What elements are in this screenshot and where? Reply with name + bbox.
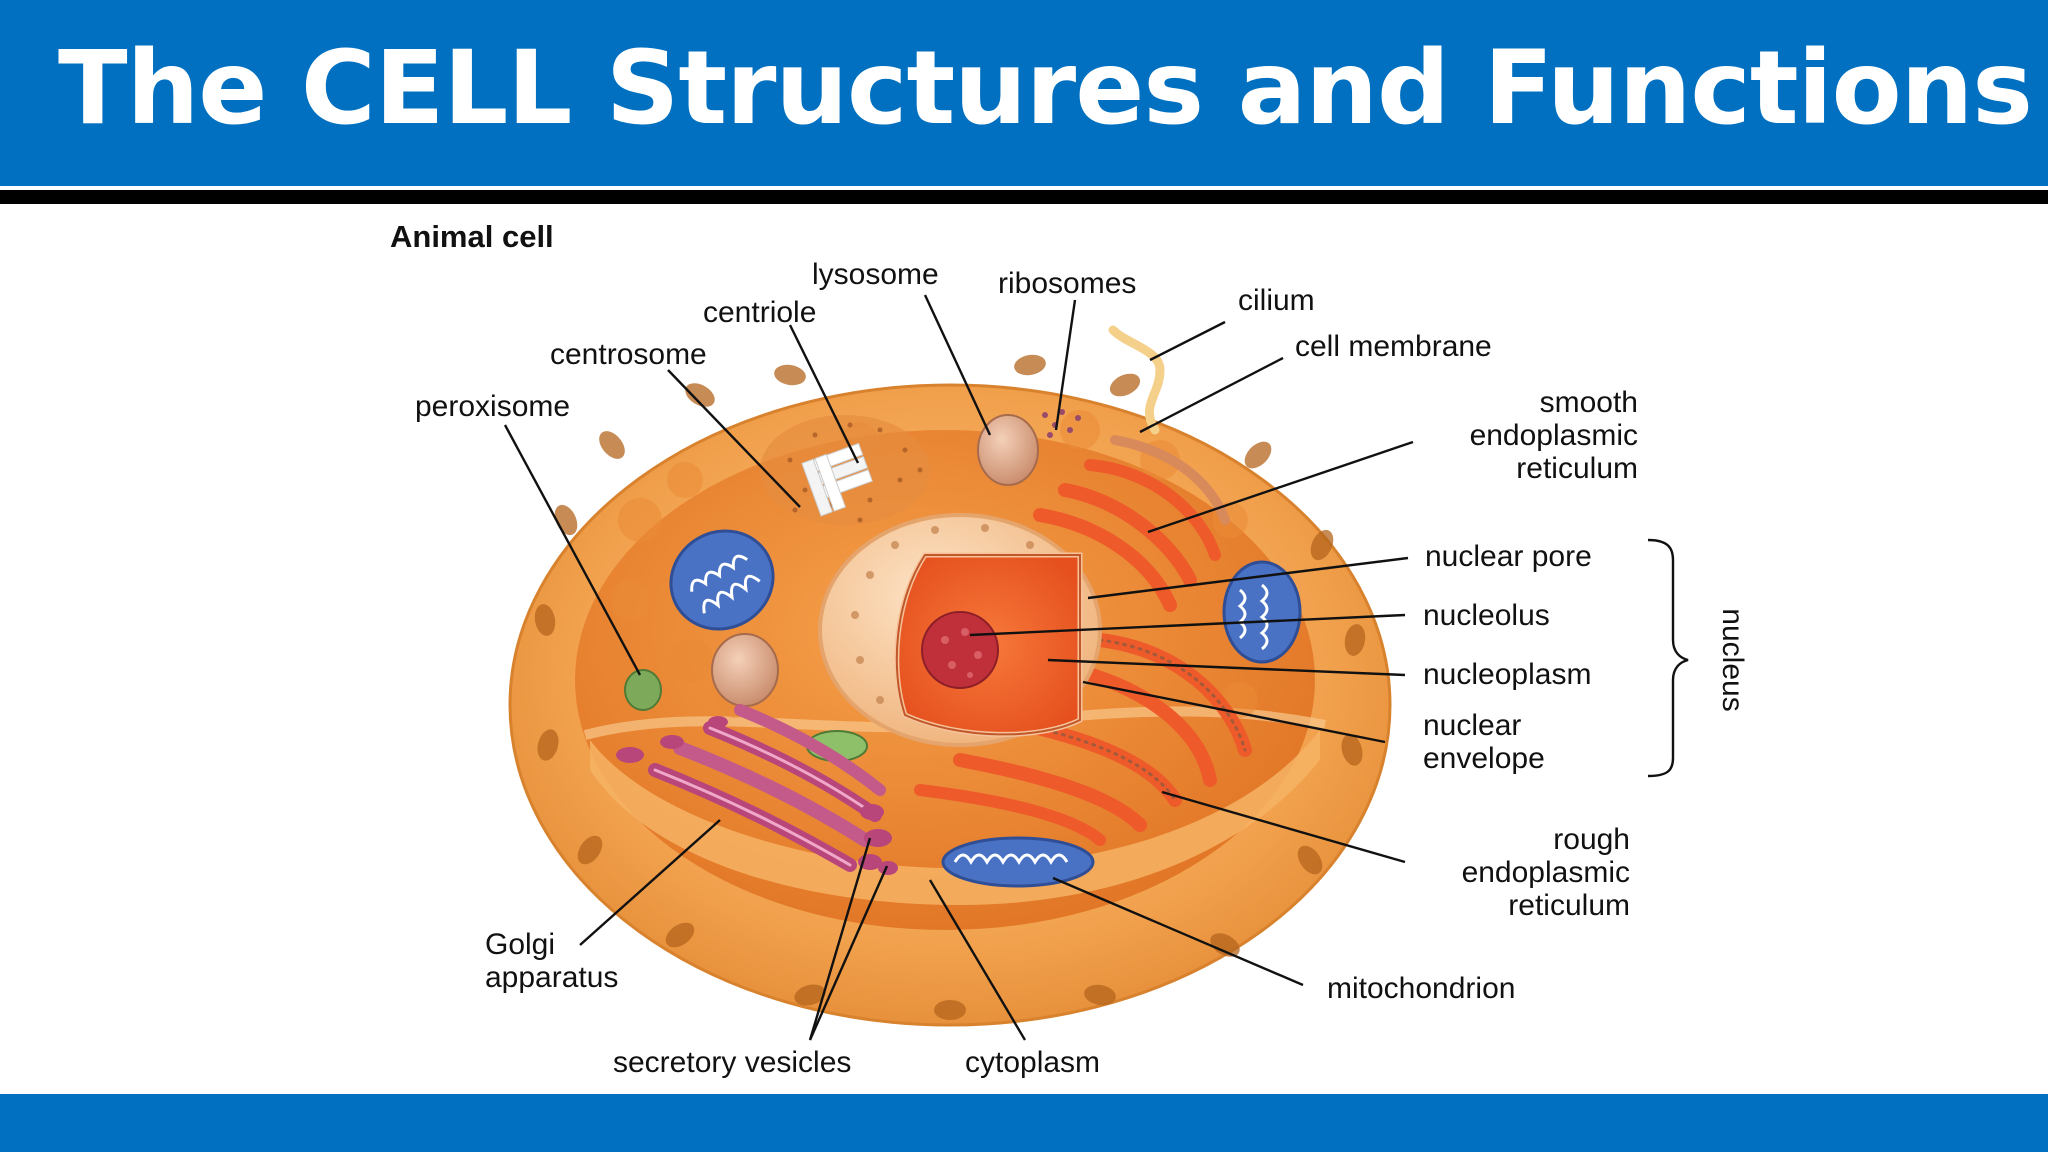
mitochondrion-shape-1 (669, 529, 775, 631)
centriole-shape (801, 442, 873, 517)
leader-lines (503, 294, 1414, 1041)
label-peroxisome: peroxisome (415, 390, 570, 423)
label-smooth-er-3: reticulum (1516, 452, 1638, 485)
golgi-shape (648, 704, 886, 872)
leader-centrosome (667, 369, 801, 508)
cytoplasm-cut-face (590, 730, 1320, 905)
rough-er-shape (914, 633, 1252, 846)
label-cell-membrane: cell membrane (1295, 330, 1492, 363)
nucleus-bracket (1647, 538, 1689, 778)
label-rough-er-3: reticulum (1508, 889, 1630, 922)
label-nucleus-group: nucleus (1716, 608, 1749, 711)
leader-cilium (1149, 320, 1226, 362)
label-smooth-er-2: endoplasmic (1470, 419, 1638, 452)
diagram-title: Animal cell (390, 219, 554, 254)
footer-band (0, 1094, 2048, 1152)
cilium-shape (1108, 325, 1165, 435)
label-nuclear-pore: nuclear pore (1425, 540, 1592, 573)
leader-centriole (788, 324, 860, 464)
label-centriole: centriole (703, 296, 816, 329)
leader-rough-er (1161, 790, 1406, 864)
leader-ribosomes (1054, 299, 1077, 431)
leader-mitochondrion (1052, 876, 1304, 987)
leader-smooth-er (1147, 440, 1414, 534)
label-rough-er-1: rough (1553, 823, 1630, 856)
leader-peroxisome (503, 424, 642, 676)
label-golgi-2: apparatus (485, 961, 618, 994)
lysosome-shape-2 (711, 633, 779, 707)
label-nucleolus: nucleolus (1423, 599, 1550, 632)
label-cytoplasm: cytoplasm (965, 1046, 1100, 1079)
mitochondrion-shape-3 (941, 836, 1095, 888)
label-nuclear-envelope-1: nuclear (1423, 709, 1521, 742)
slide-title: The CELL Structures and Functions (58, 29, 2033, 148)
lysosome-shape (977, 414, 1039, 486)
header-band (0, 0, 2048, 186)
label-centrosome: centrosome (550, 338, 707, 371)
leader-lysosome (923, 294, 992, 436)
label-nucleoplasm: nucleoplasm (1423, 658, 1591, 691)
label-cilium: cilium (1238, 284, 1315, 317)
nuclear-envelope-shape (895, 554, 1081, 736)
leader-secretory-vesicles-b (808, 865, 889, 1041)
leader-nuclear-pore (1087, 556, 1409, 600)
label-golgi-1: Golgi (485, 928, 555, 961)
leader-golgi (579, 819, 721, 946)
label-nuclear-envelope-2: envelope (1423, 742, 1545, 775)
header-rule (0, 190, 2048, 204)
nucleolus-shape (921, 611, 999, 689)
label-rough-er-2: endoplasmic (1462, 856, 1630, 889)
leader-cell-membrane (1139, 356, 1284, 434)
mitochondrion-shape-2 (1222, 560, 1302, 664)
label-secretory-vesicles: secretory vesicles (613, 1046, 851, 1079)
leader-secretory-vesicles-a (808, 837, 872, 1041)
label-smooth-er-1: smooth (1540, 386, 1638, 419)
leader-nucleolus (969, 613, 1406, 637)
label-ribosomes: ribosomes (998, 267, 1136, 300)
centrosome-shape (760, 415, 930, 525)
nucleus-shape (818, 513, 1102, 747)
leader-cytoplasm (928, 879, 1027, 1041)
peroxisome-shape (624, 669, 662, 711)
membrane-pits (534, 354, 1366, 1020)
label-lysosome: lysosome (812, 258, 939, 291)
label-mitochondrion: mitochondrion (1327, 972, 1515, 1005)
leader-nuclear-envelope (1082, 680, 1386, 744)
header-divider (0, 186, 2048, 190)
leader-nucleoplasm (1047, 658, 1406, 677)
